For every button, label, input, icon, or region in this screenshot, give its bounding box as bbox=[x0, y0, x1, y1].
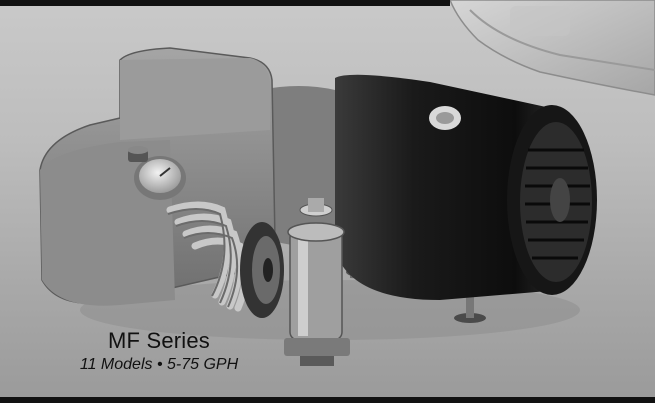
exhaust-filter-icon bbox=[284, 198, 350, 366]
product-caption: MF Series 11 Models • 5-75 GPH bbox=[0, 328, 318, 376]
frame-bottom-border bbox=[0, 397, 655, 403]
motor-housing bbox=[335, 74, 597, 300]
series-subtitle: 11 Models • 5-75 GPH bbox=[79, 356, 239, 373]
series-title: MF Series bbox=[107, 328, 211, 353]
fill-cap-icon bbox=[128, 146, 148, 162]
adjacent-product-corner bbox=[449, 0, 655, 96]
gauge-icon bbox=[134, 156, 186, 200]
frame-top-border bbox=[0, 0, 450, 6]
